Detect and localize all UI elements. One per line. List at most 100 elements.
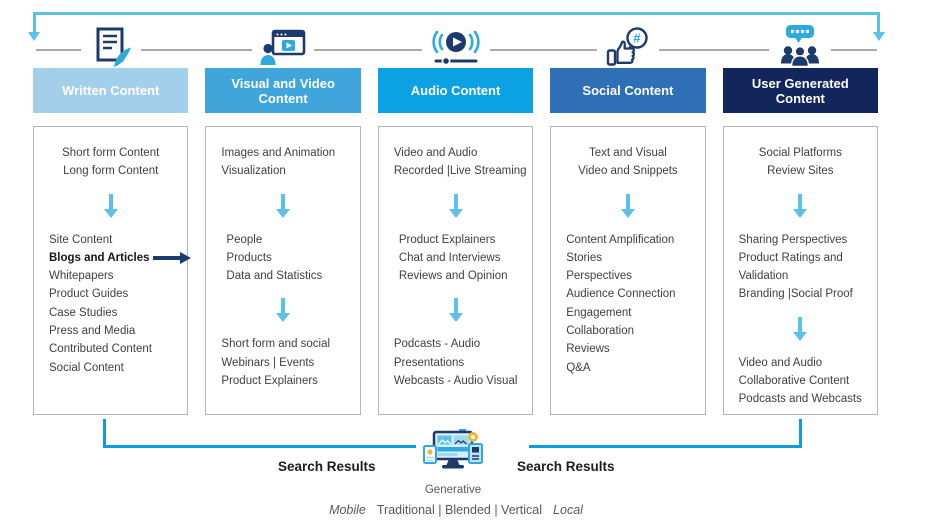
list-item: Case Studies — [49, 306, 118, 319]
list-item: Whitepapers — [49, 270, 114, 283]
down-arrow-icon — [551, 192, 704, 220]
list-item: Recorded |Live Streaming — [393, 165, 527, 178]
list-item: Podcasts - Audio — [393, 338, 481, 351]
icon-cell — [723, 22, 878, 68]
header-written-content: Written Content — [33, 68, 189, 113]
down-arrow-icon — [206, 192, 359, 220]
down-arrow-icon — [206, 296, 359, 324]
list-item: Product Explainers — [221, 375, 318, 388]
list-item: Validation — [738, 270, 789, 283]
list-item: Data and Statistics — [226, 270, 323, 283]
list-item: Collaborative Content — [738, 375, 850, 388]
thumbsup-hashtag-icon: # — [596, 26, 659, 68]
header-user-generated-content: User Generated Content — [722, 68, 879, 113]
list-item: Chat and Interviews — [398, 251, 501, 264]
bottom-bracket-right — [799, 419, 802, 448]
icon-cell — [378, 22, 533, 68]
bottom-bracket-left — [103, 445, 416, 448]
bottom-bracket-left — [103, 419, 106, 448]
list-item: Contributed Content — [49, 343, 152, 356]
list-item: Review Sites — [767, 165, 834, 178]
list-item: Blogs and Articles — [49, 249, 191, 267]
list-item: Social Content — [49, 361, 124, 374]
search-results-label-right: Search Results — [517, 459, 615, 474]
down-arrow-icon — [34, 192, 187, 220]
footer-segment: Mobile — [329, 503, 366, 517]
top-connector-left-drop — [33, 12, 36, 33]
icon-cell — [205, 22, 360, 68]
search-types-footer: Mobile Traditional | Blended | Vertical Lo… — [0, 503, 912, 517]
list-item: Branding |Social Proof — [738, 288, 853, 301]
header-audio-content: Audio Content — [377, 68, 534, 113]
footer-segment: Traditional | Blended | Vertical — [376, 503, 543, 517]
people-chat-icon — [769, 24, 832, 68]
generative-search-icon — [422, 428, 484, 482]
list-item: Podcasts and Webcasts — [738, 393, 862, 406]
search-results-label-left: Search Results — [278, 459, 376, 474]
down-arrow-icon — [724, 192, 877, 220]
list-item: Stories — [566, 251, 603, 264]
list-item: Site Content — [49, 233, 113, 246]
svg-text:#: # — [633, 31, 641, 46]
header-social-content: Social Content — [550, 68, 706, 113]
list-item: Product Explainers — [398, 233, 496, 246]
list-item: Product Guides — [49, 288, 129, 301]
down-arrow-icon — [379, 296, 532, 324]
list-item: Q&A — [566, 361, 591, 374]
list-item: Video and Snippets — [578, 165, 678, 178]
header-visual-video-content: Visual and Video Content — [205, 68, 361, 113]
list-item: Reviews — [566, 343, 610, 356]
footer-segment: Local — [553, 503, 583, 517]
down-arrow-icon — [379, 192, 532, 220]
down-arrowhead-icon — [873, 32, 885, 41]
pointer-arrow-icon — [153, 252, 191, 265]
list-item: Sharing Perspectives — [738, 233, 848, 246]
list-item: Text and Visual — [589, 147, 667, 159]
list-item: Video and Audio — [393, 147, 478, 159]
list-item: Press and Media — [49, 325, 136, 338]
list-item: Short form and social — [221, 338, 331, 351]
list-item: Collaboration — [566, 325, 634, 338]
audio-play-waves-icon — [421, 28, 490, 68]
list-item: People — [226, 233, 263, 246]
list-item: Webinars | Events — [221, 356, 315, 369]
list-item: Video and Audio — [738, 356, 823, 369]
list-item: Short form Content — [62, 147, 160, 159]
top-connector-right-drop — [877, 12, 880, 33]
top-connector-line — [33, 12, 880, 15]
down-arrowhead-icon — [28, 32, 40, 41]
list-item: Audience Connection — [566, 288, 676, 301]
bottom-bracket-right — [529, 445, 802, 448]
list-item: Content Amplification — [566, 233, 675, 246]
list-item: Webcasts - Audio Visual — [393, 375, 518, 388]
list-item: Long form Content — [63, 165, 159, 178]
list-item: Images and Animation — [221, 147, 336, 159]
list-item: Visualization — [221, 165, 286, 178]
list-item: Presentations — [393, 356, 465, 369]
document-feather-icon — [80, 26, 141, 68]
list-item: Product Ratings and — [738, 251, 843, 264]
